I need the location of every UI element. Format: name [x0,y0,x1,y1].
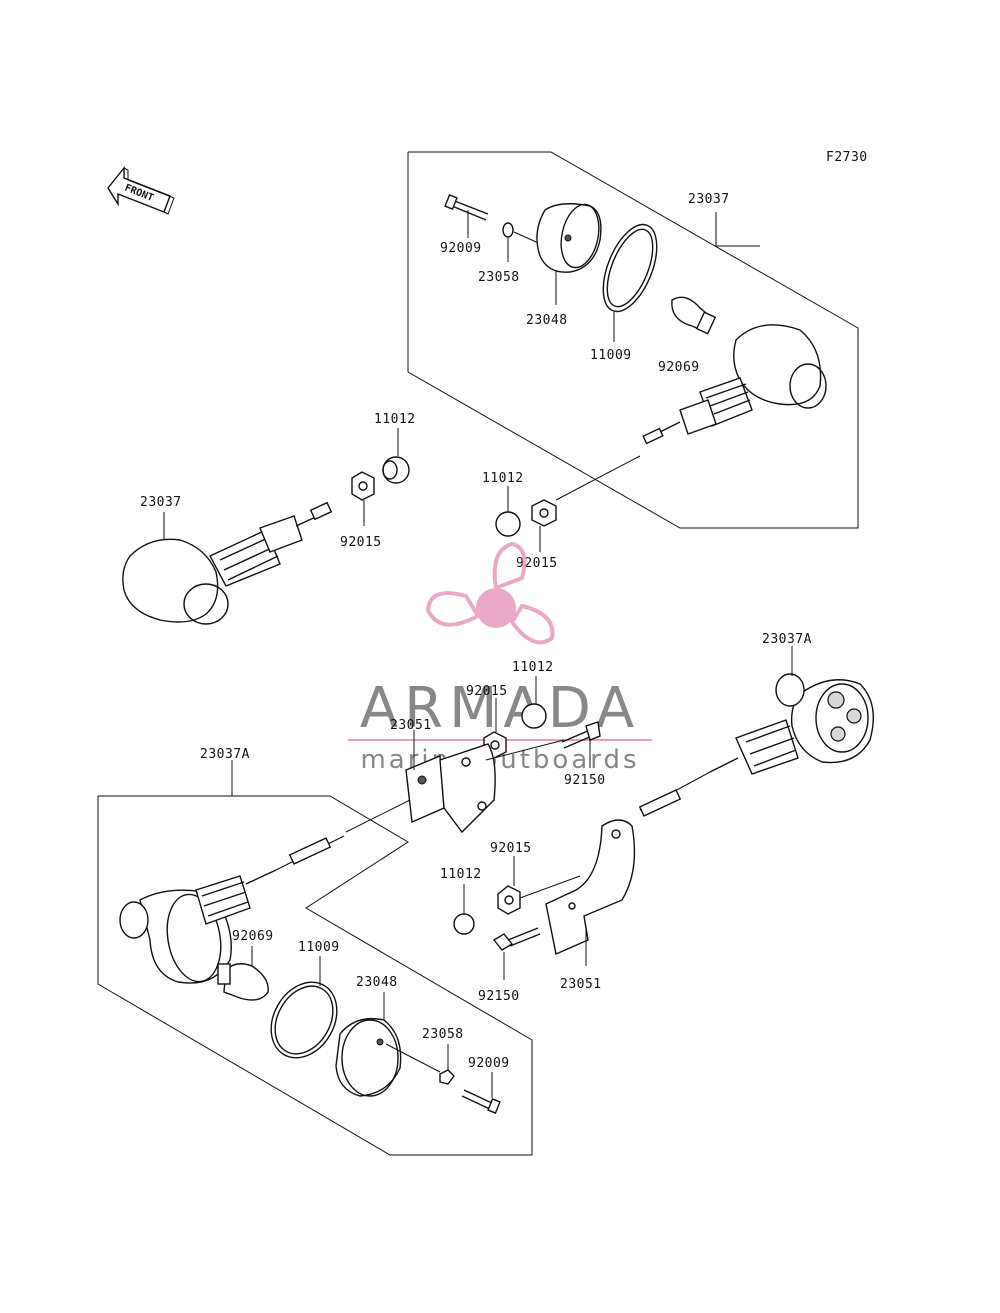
grommet-11012-c [521,703,547,729]
group-outline-bottom-left [97,795,533,1156]
lens-23048-top [536,203,602,273]
turn-signal-23037-top [642,324,827,445]
group-outline-top-right [407,151,859,529]
bulb-92069-bl [217,963,269,1001]
gasket-11009-top [602,223,658,313]
label-23037-left: 23037 [140,495,182,510]
bracket-23051-mid [405,743,496,834]
label-92069-top: 92069 [658,360,700,375]
grommet-11012-br [453,913,475,935]
connector-left [288,837,332,865]
label-23048-bl: 23048 [356,975,398,990]
label-11012-br: 11012 [440,867,482,882]
connector-right [638,789,682,817]
label-92069-bl: 92069 [232,929,274,944]
label-23048-top: 23048 [526,313,568,328]
label-92009-bl: 92009 [468,1056,510,1071]
label-11012-c: 11012 [512,660,554,675]
grommet-11012-b [495,511,521,537]
label-92009-top: 92009 [440,241,482,256]
turn-signal-23037A-right [709,673,874,775]
label-23037-top: 23037 [688,192,730,207]
label-11009-bl: 11009 [298,940,340,955]
gasket-11009-bl [270,981,338,1059]
lens-23048-bl [335,1017,402,1097]
label-23037A-bl: 23037A [200,747,250,762]
label-23058-top: 23058 [478,270,520,285]
screw-92009-top [444,194,489,221]
label-23058-bl: 23058 [422,1027,464,1042]
label-23051-mid: 23051 [390,718,432,733]
armada-logo [425,541,555,645]
label-11012-b: 11012 [482,471,524,486]
nut-92015-br [497,885,521,915]
turn-signal-23037A-left [119,869,277,984]
screw-92009-bl [461,1089,501,1114]
label-92015-a: 92015 [340,535,382,550]
label-11012-a: 11012 [374,412,416,427]
bolt-92150-br [492,927,541,951]
grommet-11012-a [382,456,410,484]
label-92015-c: 92015 [466,684,508,699]
washer-23058-top [502,222,514,238]
diagram-id: F2730 [826,150,868,165]
bracket-23051-right [545,819,636,955]
nut-92015-b [531,499,557,527]
label-92150-mid: 92150 [564,773,606,788]
bolt-92150-mid [561,721,601,749]
label-11009-top: 11009 [590,348,632,363]
label-23051-right: 23051 [560,977,602,992]
washer-23058-bl [439,1069,455,1085]
label-23037A-right: 23037A [762,632,812,647]
nut-92015-a [351,471,375,501]
front-arrow-icon: FRONT [107,166,175,215]
label-92150-br: 92150 [478,989,520,1004]
turn-signal-23037-left [122,501,333,625]
bulb-92069-top [671,296,717,335]
label-92015-br: 92015 [490,841,532,856]
